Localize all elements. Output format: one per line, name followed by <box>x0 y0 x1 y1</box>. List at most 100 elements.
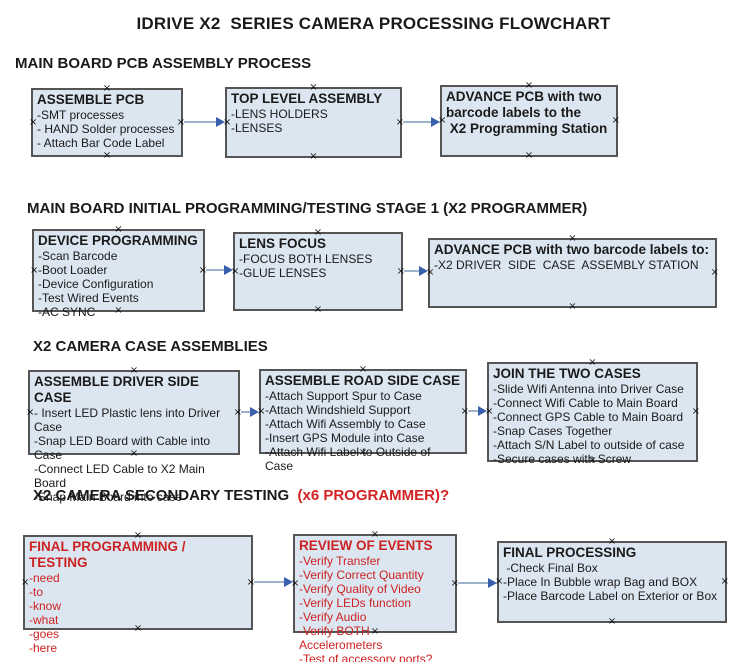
box-item: -Scan Barcode <box>38 249 118 263</box>
flow-arrow <box>457 578 497 588</box>
box-item: -Device Configuration <box>38 277 154 291</box>
arrow-line <box>404 270 421 272</box>
arrow-head-icon <box>224 265 233 275</box>
arrow-head-icon <box>419 266 428 276</box>
box-item: -Place In Bubble wrap Bag and BOX <box>503 575 698 589</box>
arrow-line <box>458 582 490 584</box>
connection-point-icon: × <box>710 267 719 278</box>
box-item: - Attach Bar Code Label <box>37 136 165 150</box>
box-title: ASSEMBLE DRIVER SIDE CASE <box>34 374 203 405</box>
box-title: ASSEMBLE PCB <box>37 92 145 107</box>
box-item: -Test of accessory ports? <box>299 652 433 662</box>
connection-point-icon: × <box>309 151 318 162</box>
arrow-head-icon <box>431 117 440 127</box>
connection-point-icon: × <box>607 616 617 627</box>
box-item: -LENS HOLDERS <box>231 107 328 121</box>
box-title: JOIN THE TWO CASES <box>493 366 641 381</box>
connection-point-icon: × <box>313 304 323 315</box>
flow-box: FINAL PROGRAMMING / TESTING-need-to-know… <box>21 531 255 656</box>
flow-arrow <box>183 117 225 127</box>
arrow-head-icon <box>250 407 259 417</box>
box-item: -Boot Loader <box>38 263 108 277</box>
flow-box: ASSEMBLE ROAD SIDE CASE-Attach Support S… <box>257 365 469 474</box>
box-item: -Attach Support Spur to Case <box>265 389 422 403</box>
flow-arrow <box>253 577 293 587</box>
box-item: -AC SYNC <box>38 305 96 319</box>
box-title: ADVANCE PCB with two barcode labels to: <box>434 242 710 257</box>
arrow-line <box>184 121 218 123</box>
flow-arrow <box>403 266 428 276</box>
box-title: ADVANCE PCB with two barcode labels to t… <box>446 89 608 136</box>
box-item: -Check Final Box <box>503 561 598 575</box>
flow-box: DEVICE PROGRAMMING-Scan Barcode-Boot Loa… <box>30 225 207 320</box>
box-item: -Attach Wifi Label to Outside of Case <box>265 445 434 473</box>
connection-point-icon: × <box>691 406 700 417</box>
box-item: -Connect GPS Cable to Main Board <box>493 410 684 424</box>
box-item: -Connect LED Cable to X2 Main Board <box>34 462 209 490</box>
connection-point-icon: × <box>720 576 729 587</box>
box-item: -Secure cases with Screw <box>493 452 632 466</box>
section-heading-secondary-testing: X2 CAMERA SECONDARY TESTING (x6 PROGRAMM… <box>33 487 449 504</box>
flow-arrow <box>402 117 440 127</box>
connection-point-icon: × <box>568 301 577 312</box>
box-item: -what <box>29 613 59 627</box>
box-item: -Verify Quality of Video <box>299 582 421 596</box>
box-item: - Insert LED Plastic lens into Driver Ca… <box>34 406 224 434</box>
box-item: -Verify Audio <box>299 610 367 624</box>
section-heading-secondary-testing-text: X2 CAMERA SECONDARY TESTING <box>33 487 290 504</box>
box-title: LENS FOCUS <box>239 236 327 251</box>
connection-point-icon: × <box>102 150 112 161</box>
flow-box: JOIN THE TWO CASES-Slide Wifi Antenna in… <box>485 358 700 467</box>
flow-box: ASSEMBLE DRIVER SIDE CASE- Insert LED Pl… <box>26 366 242 505</box>
box-item: -LENSES <box>231 121 283 135</box>
box-title: REVIEW OF EVENTS <box>299 538 433 553</box>
connection-point-icon: × <box>611 115 620 126</box>
arrow-line <box>468 410 480 412</box>
arrow-line <box>206 269 226 271</box>
box-title: ASSEMBLE ROAD SIDE CASE <box>265 373 461 388</box>
box-item: -Attach Windshield Support <box>265 403 411 417</box>
arrow-line <box>241 411 252 413</box>
box-item: - HAND Solder processes <box>37 122 175 136</box>
box-title: FINAL PROCESSING <box>503 545 637 560</box>
box-item: -Attach S/N Label to outside of case <box>493 438 685 452</box>
box-item: -Connect Wifi Cable to Main Board <box>493 396 678 410</box>
flow-box: ADVANCE PCB with two barcode labels to:-… <box>426 234 719 312</box>
box-item: -to <box>29 585 44 599</box>
section-heading-programmer-note: (x6 PROGRAMMER)? <box>289 487 450 504</box>
box-item: -Verify BOTH Accelerometers <box>299 624 383 652</box>
box-item: -Verify Transfer <box>299 554 381 568</box>
box-title: DEVICE PROGRAMMING <box>38 233 198 248</box>
section-heading-pcb-assembly: MAIN BOARD PCB ASSEMBLY PROCESS <box>15 55 312 72</box>
box-item: -FOCUS BOTH LENSES <box>239 252 373 266</box>
flow-box: LENS FOCUS-FOCUS BOTH LENSES-GLUE LENSES… <box>231 228 405 315</box>
box-item: -Snap Main Board into case <box>34 490 183 504</box>
box-item: -Snap Cases Together <box>493 424 613 438</box>
box-item: -Attach Wifi Assembly to Case <box>265 417 426 431</box>
box-item: -Place Barcode Label on Exterior or Box <box>503 589 718 603</box>
box-item: -Snap LED Board with Cable into Case <box>34 434 214 462</box>
flow-box: TOP LEVEL ASSEMBLY-LENS HOLDERS-LENSES××… <box>223 83 404 162</box>
box-title: FINAL PROGRAMMING / TESTING <box>29 539 190 570</box>
flow-arrow <box>240 407 259 417</box>
arrow-head-icon <box>478 406 487 416</box>
box-item: -know <box>29 599 62 613</box>
box-item: -Insert GPS Module into Case <box>265 431 425 445</box>
flow-box: FINAL PROCESSING -Check Final Box-Place … <box>495 537 729 627</box>
flow-box: REVIEW OF EVENTS-Verify Transfer-Verify … <box>291 530 459 662</box>
box-item: -SMT processes <box>37 108 125 122</box>
arrow-head-icon <box>284 577 293 587</box>
box-item: -Verify Correct Quantity <box>299 568 424 582</box>
box-item: -Verify LEDs function <box>299 596 412 610</box>
box-item: -here <box>29 641 58 655</box>
box-item: -Slide Wifi Antenna into Driver Case <box>493 382 684 396</box>
flow-box: ADVANCE PCB with two barcode labels to t… <box>438 81 620 161</box>
section-heading-initial-programming: MAIN BOARD INITIAL PROGRAMMING/TESTING S… <box>27 200 588 217</box>
box-item: -GLUE LENSES <box>239 266 327 280</box>
flow-arrow <box>467 406 487 416</box>
box-item: -Test Wired Events <box>38 291 139 305</box>
flow-box: ASSEMBLE PCB-SMT processes- HAND Solder … <box>29 84 185 161</box>
box-item: -X2 DRIVER SIDE CASE ASSEMBLY STATION <box>434 258 699 272</box>
arrow-line <box>403 121 433 123</box>
